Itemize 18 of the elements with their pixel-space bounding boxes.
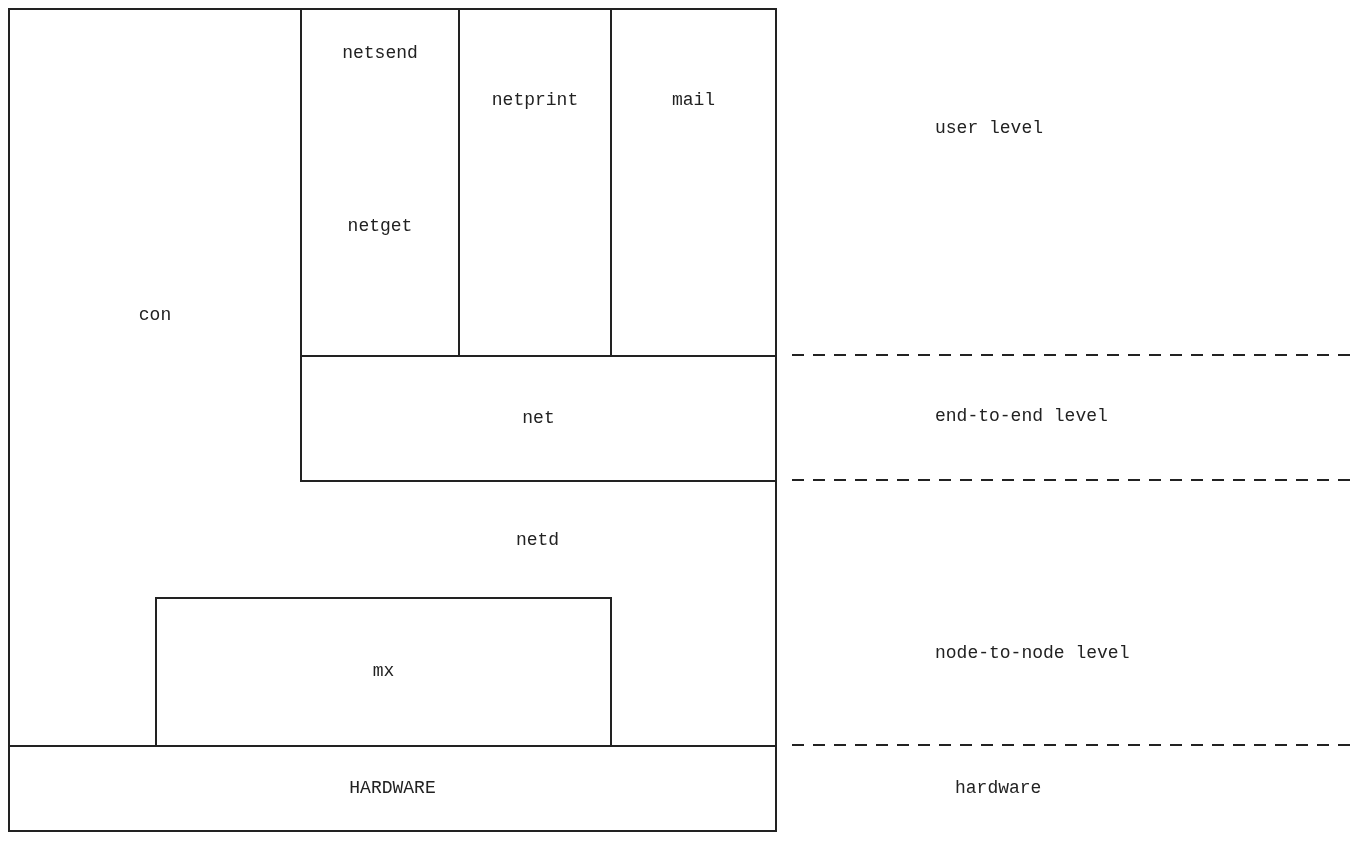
layer-box [610,8,777,357]
module-name: netsend [342,43,418,63]
level-label: hardware [955,778,1042,798]
module-name: net [522,407,555,428]
level-label: end-to-end level [935,406,1108,426]
module-name: mx [372,661,395,681]
module-name: mail [671,90,716,110]
layer-box [155,597,612,747]
layer-box [8,8,302,599]
level-label: user level [935,118,1044,138]
module-name: con [138,305,172,325]
module-name: HARDWARE [349,777,436,798]
layer-box [300,480,777,599]
module-name: netprint [491,90,579,110]
layer-box [8,745,777,832]
module-name: netd [515,530,560,550]
level-label: node-to-node level [935,643,1130,663]
module-name: netget [347,216,413,236]
